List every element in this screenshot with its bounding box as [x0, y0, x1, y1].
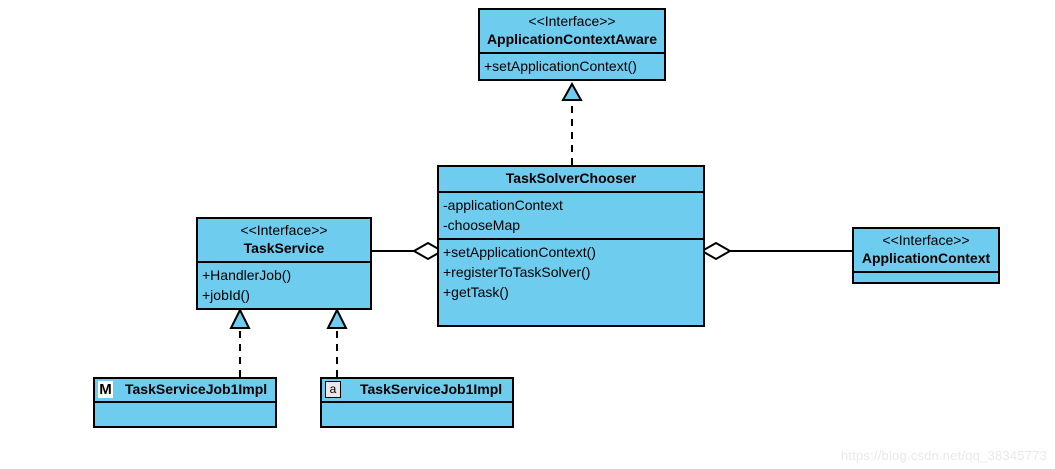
class-header: <<Interface>> ApplicationContextAware: [480, 10, 664, 52]
hollow-triangle-arrowhead: [561, 81, 583, 101]
realization-impl2-to-taskservice: [326, 307, 348, 377]
class-box-task-service-job1-impl-m[interactable]: M TaskServiceJob1Impl: [93, 377, 277, 428]
attributes-compartment: -applicationContext -chooseMap: [439, 191, 703, 238]
class-header: a TaskServiceJob1Impl: [322, 379, 512, 401]
class-stereotype: <<Interface>>: [240, 222, 328, 238]
hollow-triangle-arrowhead: [326, 307, 348, 329]
class-name: ApplicationContextAware: [486, 31, 658, 47]
realization-impl1-to-taskservice: [229, 307, 251, 377]
class-stereotype: <<Interface>>: [882, 232, 970, 248]
class-header: M TaskServiceJob1Impl: [95, 379, 275, 401]
class-box-application-context[interactable]: <<Interface>> ApplicationContext: [852, 227, 1000, 284]
class-name: TaskServiceJob1Impl: [125, 381, 268, 397]
methods-compartment: [854, 271, 998, 282]
class-box-task-service[interactable]: <<Interface>> TaskService +HandlerJob() …: [196, 217, 372, 310]
method-item: +HandlerJob(): [202, 267, 292, 283]
aggregation-tsc-to-applicationcontext: [699, 241, 852, 261]
class-name: TaskServiceJob1Impl: [360, 381, 503, 397]
body-compartment: [95, 401, 275, 426]
class-name: ApplicationContext: [861, 250, 991, 266]
methods-compartment: +setApplicationContext() +registerToTask…: [439, 238, 703, 325]
class-name: TaskSolverChooser: [505, 170, 637, 186]
hollow-diamond: [699, 241, 733, 261]
body-compartment: [322, 401, 512, 426]
hollow-triangle-arrowhead: [229, 307, 251, 329]
class-box-task-service-job1-impl-a[interactable]: a TaskServiceJob1Impl: [320, 377, 514, 428]
class-header: TaskSolverChooser: [439, 167, 703, 191]
class-name: TaskService: [243, 240, 325, 256]
aggregation-tsc-to-taskservice: [372, 241, 445, 261]
watermark-text: https://blog.csdn.net/qq_38345773: [840, 448, 1047, 463]
class-box-task-solver-chooser[interactable]: TaskSolverChooser -applicationContext -c…: [437, 165, 705, 327]
annotation-badge-icon: a: [325, 381, 341, 398]
method-item: +registerToTaskSolver(): [443, 264, 591, 280]
realization-tsc-to-aca: [561, 81, 583, 165]
methods-compartment: +HandlerJob() +jobId(): [198, 261, 370, 308]
attribute-item: -applicationContext: [443, 197, 563, 213]
class-header: <<Interface>> TaskService: [198, 219, 370, 261]
attribute-item: -chooseMap: [443, 217, 521, 233]
class-box-application-context-aware[interactable]: <<Interface>> ApplicationContextAware +s…: [478, 8, 666, 81]
method-item: +setApplicationContext(): [484, 58, 637, 74]
class-header: <<Interface>> ApplicationContext: [854, 229, 998, 271]
model-badge-icon: M: [98, 381, 113, 398]
method-item: +jobId(): [202, 287, 250, 303]
method-item: +getTask(): [443, 284, 509, 300]
method-item: +setApplicationContext(): [443, 244, 596, 260]
class-stereotype: <<Interface>>: [528, 13, 616, 29]
methods-compartment: +setApplicationContext(): [480, 52, 664, 79]
